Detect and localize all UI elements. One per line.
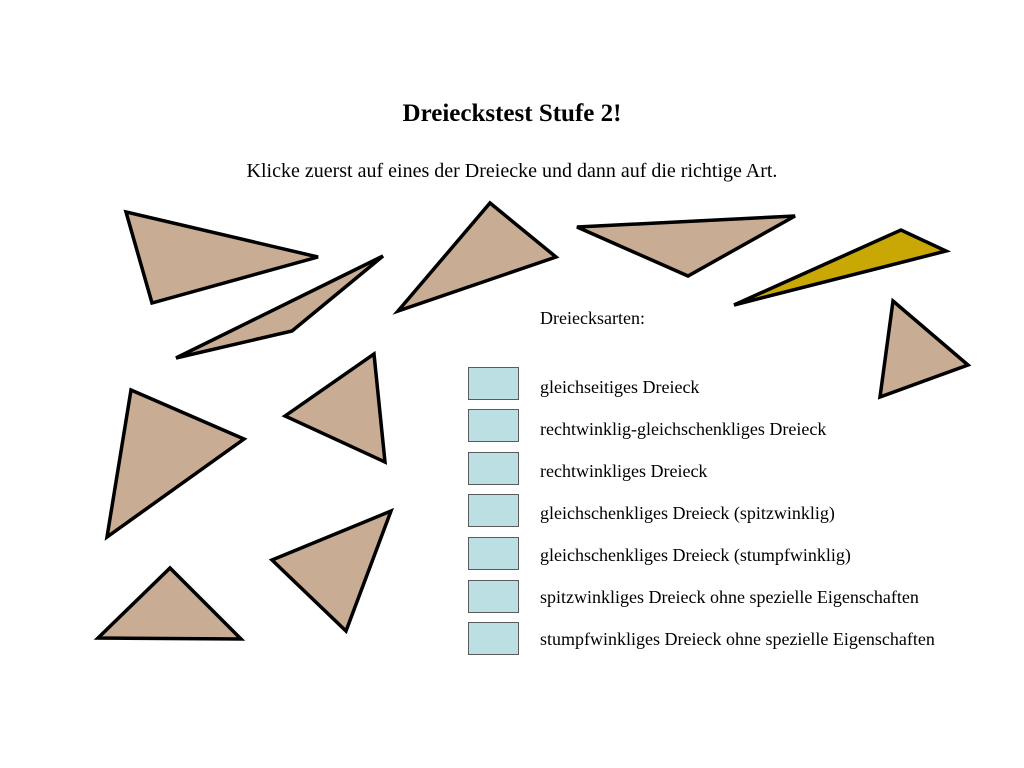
answer-box-spitzwinklig[interactable] [468,580,519,613]
answer-box-rechtwinklig[interactable] [468,452,519,485]
triangle-3[interactable] [576,214,796,278]
page-title: Dreieckstest Stufe 2! [402,100,622,127]
answer-box-gleichseitig[interactable] [468,367,519,400]
answer-box-rechtwinklig-gleichschenklig[interactable] [468,409,519,442]
type-label-gleichschenklig-stumpf: gleichschenkliges Dreieck (stumpfwinklig… [540,545,851,565]
answer-box-gleichschenklig-stumpf[interactable] [468,537,519,570]
triangle-8[interactable] [104,387,248,541]
type-label-stumpfwinklig: stumpfwinkliges Dreieck ohne spezielle E… [540,629,935,649]
triangle-9[interactable] [268,507,395,635]
triangle-10[interactable] [93,565,246,641]
type-label-gleichseitig: gleichseitiges Dreieck [540,377,700,397]
triangle-1[interactable] [123,209,319,306]
triangle-2[interactable] [392,200,560,315]
triangle-7[interactable] [281,350,388,465]
type-label-rechtwinklig: rechtwinkliges Dreieck [540,461,708,481]
instruction-text: Klicke zuerst auf eines der Dreiecke und… [246,160,778,182]
type-label-rechtwinklig-gleichschenklig: rechtwinklig-gleichschenkliges Dreieck [540,419,827,439]
type-label-spitzwinklig: spitzwinkliges Dreieck ohne spezielle Ei… [540,587,919,607]
triangle-4[interactable] [733,228,952,307]
triangle-6[interactable] [877,297,972,400]
triangle-5[interactable] [175,254,385,360]
triangle-types-heading: Dreiecksarten: [540,308,645,328]
type-label-gleichschenklig-spitz: gleichschenkliges Dreieck (spitzwinklig) [540,503,835,523]
answer-box-gleichschenklig-spitz[interactable] [468,494,519,527]
answer-box-stumpfwinklig[interactable] [468,622,519,655]
